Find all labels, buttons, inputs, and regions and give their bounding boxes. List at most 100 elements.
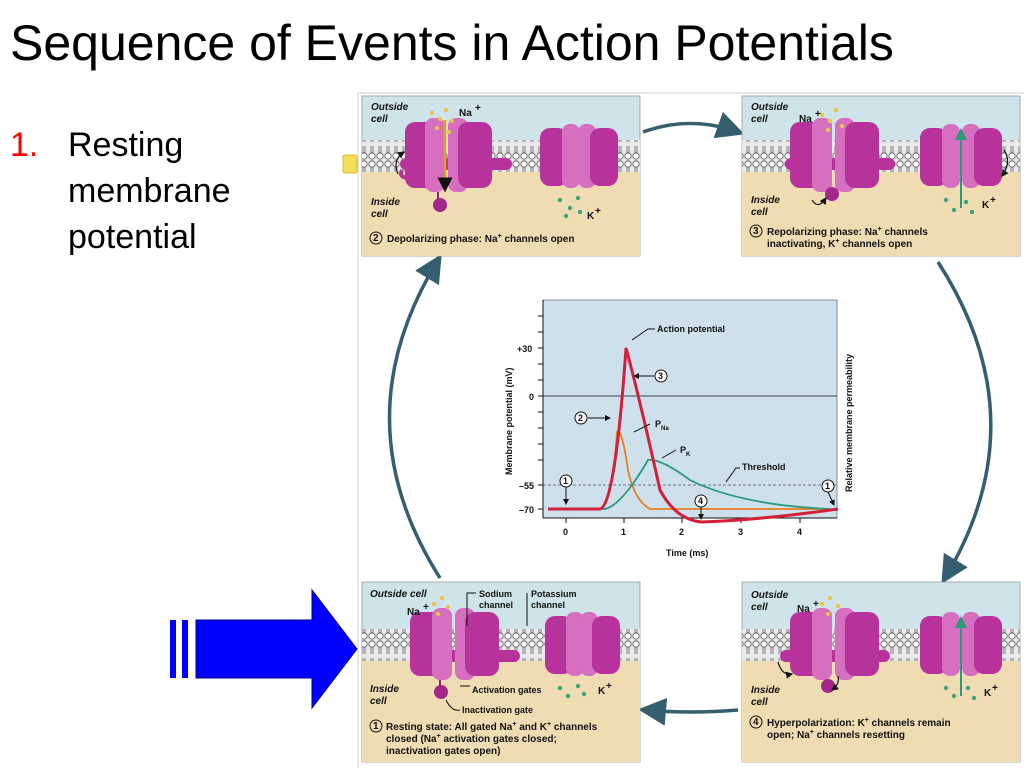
label-inside-cell: cell xyxy=(751,697,768,708)
label-threshold: Threshold xyxy=(742,462,786,472)
sodium-channel xyxy=(785,118,895,206)
bullet-line-3: potential xyxy=(68,218,197,256)
inactivation-ball xyxy=(825,187,839,201)
bullet-item: 1. Resting membrane potential xyxy=(10,122,231,260)
label-p-na: PNa xyxy=(655,419,669,432)
svg-text:+: + xyxy=(990,195,996,206)
action-potential-graph: +30 0 –55 –70 0 1 2 3 4 Time (ms) Membra… xyxy=(504,299,854,558)
step-marker: 4 xyxy=(698,496,703,506)
step-number: 2 xyxy=(373,233,379,244)
svg-text:+: + xyxy=(606,681,612,692)
step-number: 4 xyxy=(753,717,759,728)
xtick-label: 3 xyxy=(738,527,743,537)
label-na: Na xyxy=(459,108,472,119)
inactivation-ball xyxy=(434,685,448,699)
ion-dots xyxy=(819,595,977,701)
label-inside: Inside xyxy=(371,197,400,208)
caption-line-2: inactivating, K+ channels open xyxy=(767,238,912,250)
label-k: K xyxy=(587,211,595,222)
label-inside: Inside xyxy=(751,685,780,696)
potassium-channel xyxy=(920,124,1009,208)
p-k-curve xyxy=(548,458,831,510)
x-axis-label: Time (ms) xyxy=(666,548,708,558)
caption-line-2: closed (Na+ activation gates closed; xyxy=(386,733,557,745)
ytick-label: 0 xyxy=(529,392,534,402)
label-k: K xyxy=(598,686,606,697)
label-outside-cell: Outside cell xyxy=(370,589,427,600)
bullet-line-1: Resting xyxy=(68,126,184,164)
ion-dots xyxy=(819,107,975,215)
action-potential-curve xyxy=(548,347,839,524)
inactivation-ball xyxy=(433,198,447,212)
xtick-label: 4 xyxy=(797,527,802,537)
xtick-label: 2 xyxy=(679,527,684,537)
panel-depolarizing: Outside cell Na + Inside cell K + 2 Depo… xyxy=(361,95,641,257)
caption-line-3: inactivation gates open) xyxy=(386,746,500,757)
step-number: 1 xyxy=(373,721,379,732)
cycle-arrow-2-to-3 xyxy=(642,111,745,139)
label-k: K xyxy=(982,200,990,211)
slide-title: Sequence of Events in Action Potentials xyxy=(10,15,894,71)
potassium-channel xyxy=(540,124,618,188)
label-inside-cell: cell xyxy=(371,209,388,220)
label-outside-cell: cell xyxy=(751,602,768,613)
potassium-channel xyxy=(920,612,1002,696)
step-marker: 3 xyxy=(658,371,663,381)
bullet-number: 1. xyxy=(10,126,39,164)
label-outside: Outside xyxy=(371,102,409,113)
label-k: K xyxy=(984,688,992,699)
y-axis-label: Membrane potential (mV) xyxy=(504,367,514,475)
xtick-label: 1 xyxy=(621,527,626,537)
caption-line-2: open; Na+ channels resetting xyxy=(767,729,905,741)
step-marker: 1 xyxy=(825,481,830,491)
label-na: Na xyxy=(797,604,810,615)
ion-dots xyxy=(431,595,587,699)
label-action-potential: Action potential xyxy=(657,324,725,334)
caption-line-1: Repolarizing phase: Na+ channels xyxy=(767,226,928,238)
sodium-channel xyxy=(395,118,512,212)
svg-text:+: + xyxy=(595,206,601,217)
label-potassium: Potassium xyxy=(531,589,577,599)
label-sodium-channel: channel xyxy=(479,600,513,610)
xtick-label: 0 xyxy=(563,527,568,537)
inactivation-ball xyxy=(821,679,835,693)
sodium-channel xyxy=(410,608,520,699)
label-p-k: PK xyxy=(680,445,691,458)
label-na: Na xyxy=(407,607,420,618)
ytick-label: +30 xyxy=(517,344,532,354)
graph-plot-area xyxy=(542,299,838,519)
label-inactivation-gate: Inactivation gate xyxy=(462,705,533,715)
ion-dots xyxy=(429,107,583,219)
cycle-arrow-4-to-1 xyxy=(638,697,739,726)
caption-line-1: Hyperpolarization: K+ channels remain xyxy=(767,717,951,729)
label-activation-gates: Activation gates xyxy=(472,685,542,695)
ytick-label: –70 xyxy=(519,505,534,515)
svg-text:+: + xyxy=(992,683,998,694)
sodium-channel xyxy=(777,608,890,693)
label-outside-cell: cell xyxy=(371,114,388,125)
step-marker: 2 xyxy=(578,413,583,423)
cycle-arrow-3-to-4 xyxy=(936,261,993,585)
step-number: 3 xyxy=(753,226,759,237)
panel-repolarizing: Outside cell Na + Inside cell K + 3 Repo… xyxy=(741,95,1021,257)
ytick-label: –55 xyxy=(519,481,534,491)
potassium-channel xyxy=(545,612,620,676)
label-potassium-channel: channel xyxy=(531,600,565,610)
sticky-note-icon xyxy=(342,154,358,174)
label-outside-cell: cell xyxy=(751,114,768,125)
svg-text:+: + xyxy=(813,599,819,610)
label-inside-cell: cell xyxy=(370,696,387,707)
label-na: Na xyxy=(799,114,812,125)
panel-resting: Outside cell Na + Sodium channel Potassi… xyxy=(361,581,641,763)
caption: Depolarizing phase: Na+ channels open xyxy=(387,233,574,245)
label-outside: Outside xyxy=(751,102,789,113)
y-axis-label-right: Relative membrane permeability xyxy=(844,354,854,492)
svg-text:+: + xyxy=(475,103,481,114)
svg-text:+: + xyxy=(423,602,429,613)
label-inside: Inside xyxy=(370,684,399,695)
label-outside: Outside xyxy=(751,590,789,601)
svg-text:+: + xyxy=(815,109,821,120)
panel-hyperpolarization: Outside cell Na + Inside cell K + 4 Hype… xyxy=(741,581,1021,763)
bullet-line-2: membrane xyxy=(68,172,231,210)
